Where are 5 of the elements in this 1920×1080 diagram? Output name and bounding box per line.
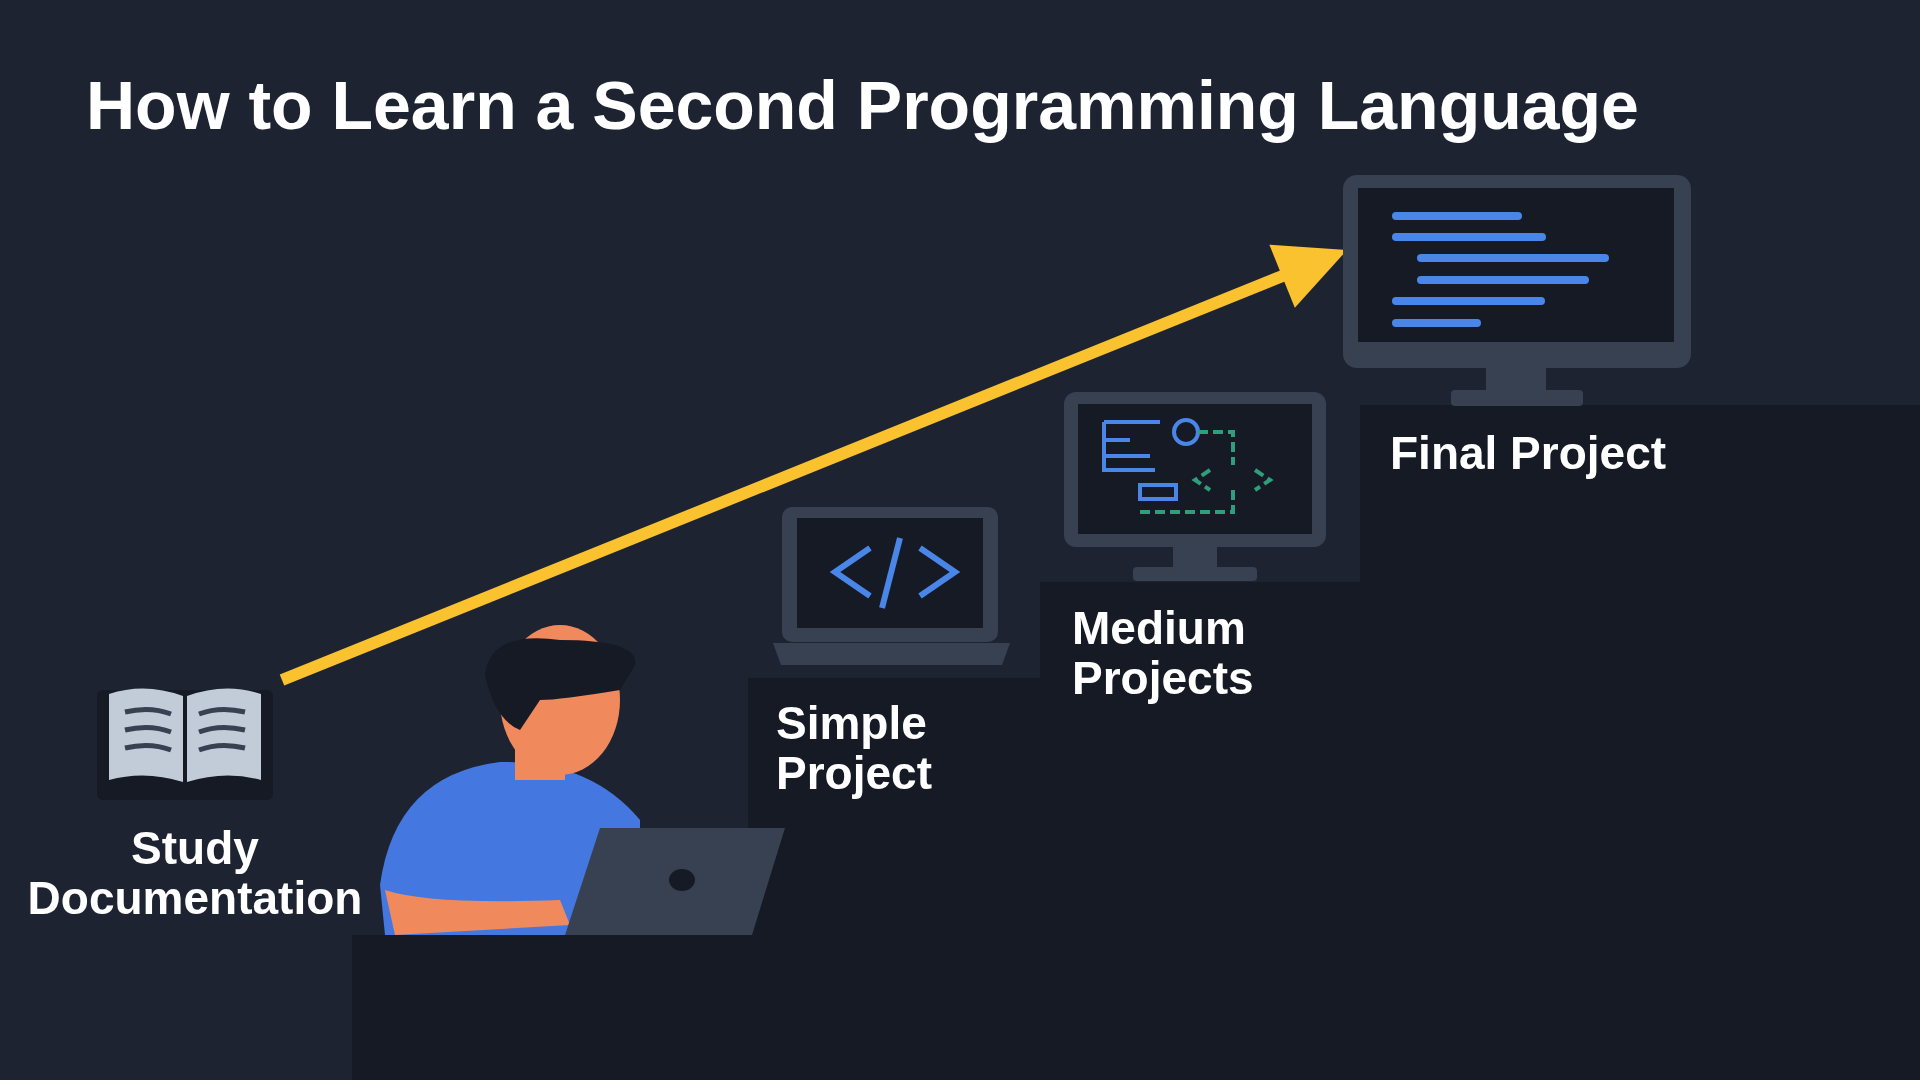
title: How to Learn a Second Programming Language bbox=[86, 66, 1639, 144]
step-label: Medium Projects bbox=[1072, 603, 1255, 703]
step-label: Final Project bbox=[1390, 428, 1668, 478]
step-label: Study Documentation bbox=[26, 823, 364, 923]
step-label: Simple Project bbox=[776, 698, 933, 798]
